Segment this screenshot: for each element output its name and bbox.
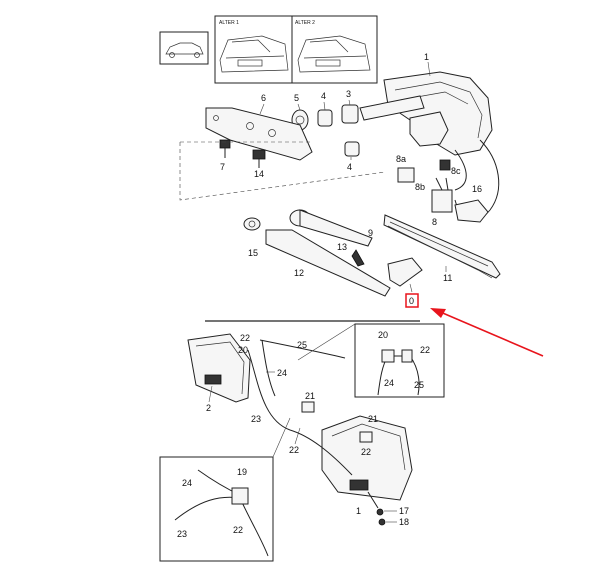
car-thumbnail xyxy=(159,31,209,65)
callout-b2: 2 xyxy=(206,403,211,413)
callout-3: 3 xyxy=(346,89,351,99)
callout-8c: 8c xyxy=(451,166,461,176)
variant-boxes: ALTER 1 ALTER 2 xyxy=(214,15,378,84)
wiper-motor-assembly xyxy=(179,71,501,297)
callout-4b: 4 xyxy=(347,162,352,172)
callout-b24a: 24 xyxy=(277,368,287,378)
callout-b22a: 22 xyxy=(240,333,250,343)
callout-11: 11 xyxy=(443,273,452,283)
callout-b24c: 24 xyxy=(182,478,192,488)
callout-b22c: 22 xyxy=(361,447,371,457)
callout-b20b: 20 xyxy=(378,330,388,340)
inset-detail-right xyxy=(297,323,445,398)
callout-b1: 1 xyxy=(356,506,361,516)
callout-6: 6 xyxy=(261,93,266,103)
callout-b24b: 24 xyxy=(384,378,394,388)
callout-16: 16 xyxy=(472,184,482,194)
callout-5: 5 xyxy=(294,93,299,103)
callout-8a: 8a xyxy=(396,154,406,164)
callout-b20a: 20 xyxy=(238,345,248,355)
callout-b23a: 23 xyxy=(251,414,261,424)
callout-1: 1 xyxy=(424,52,429,62)
top-callouts: 1 6 5 4 3 4 7 14 8a 8c 8b 8 16 9 13 15 1… xyxy=(220,52,482,283)
callout-b19: 19 xyxy=(237,467,247,477)
callout-b25b: 25 xyxy=(414,380,424,390)
callout-b21a: 21 xyxy=(305,391,315,401)
callout-12: 12 xyxy=(294,268,304,278)
callout-8b: 8b xyxy=(415,182,425,192)
callout-7: 7 xyxy=(220,162,225,172)
variant-label-2: ALTER 2 xyxy=(295,20,315,26)
red-arrow xyxy=(430,308,544,357)
headlamp-wash-assembly xyxy=(187,333,413,526)
callout-b25a: 25 xyxy=(297,340,307,350)
callout-13: 13 xyxy=(337,242,347,252)
callout-9: 9 xyxy=(368,228,373,238)
callout-14: 14 xyxy=(254,169,264,179)
callout-15: 15 xyxy=(248,248,258,258)
callout-8: 8 xyxy=(432,217,437,227)
callout-b22e: 22 xyxy=(233,525,243,535)
callout-b22d: 22 xyxy=(420,345,430,355)
callout-b23b: 23 xyxy=(177,529,187,539)
bottom-callouts: 22 20 25 24 2 23 21 22 21 22 1 17 18 20 … xyxy=(177,330,430,539)
inset-detail-left xyxy=(159,417,291,562)
variant-label-1: ALTER 1 xyxy=(219,20,239,26)
callout-b18: 18 xyxy=(399,517,409,527)
callout-b17: 17 xyxy=(399,506,409,516)
highlight-marker: 0 xyxy=(405,283,419,308)
callout-b21b: 21 xyxy=(368,414,378,424)
highlight-label: 0 xyxy=(409,296,414,306)
callout-b22b: 22 xyxy=(289,445,299,455)
callout-4a: 4 xyxy=(321,91,326,101)
